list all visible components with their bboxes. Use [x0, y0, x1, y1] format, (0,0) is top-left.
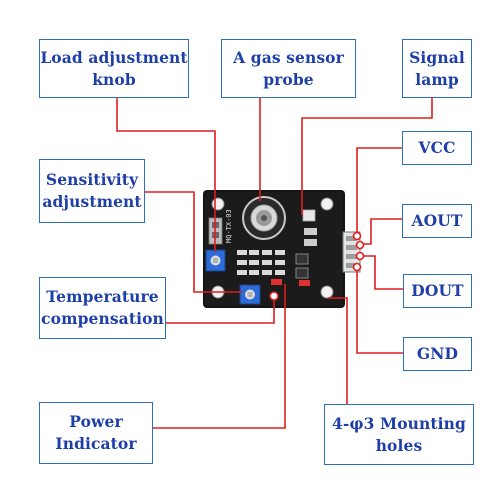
power-indicator-led-icon [271, 279, 282, 285]
header-pins-icon [342, 231, 361, 273]
mounting-hole-icon [320, 197, 334, 211]
load-adjustment-potentiometer-icon [205, 249, 226, 272]
leader-lines [116, 98, 433, 429]
label-sensitivity-adjustment: Sensitivity adjustment [39, 159, 145, 223]
label-gnd: GND [403, 337, 472, 371]
board-silkscreen-text: MQ-TX-03 [225, 209, 233, 243]
label-signal-lamp: Signal lamp [402, 39, 472, 98]
label-vcc: VCC [402, 131, 472, 165]
pcb-board: MQ-TX-03 [203, 190, 361, 308]
label-load-adjustment-knob: Load adjustment knob [39, 39, 189, 98]
label-gas-sensor-probe: A gas sensor probe [221, 39, 356, 98]
label-dout: DOUT [403, 274, 472, 308]
label-power-indicator: Power Indicator [39, 402, 153, 464]
label-aout: AOUT [402, 204, 472, 238]
label-temperature-compensation: Temperature compensation [39, 277, 166, 339]
label-mounting-holes: 4-φ3 Mounting holes [324, 404, 474, 465]
mounting-hole-icon [320, 285, 334, 299]
gas-sensor-probe-icon [242, 196, 286, 240]
mounting-hole-icon [211, 197, 225, 211]
sensitivity-potentiometer-icon [239, 284, 261, 305]
signal-lamp-icon [302, 209, 316, 222]
